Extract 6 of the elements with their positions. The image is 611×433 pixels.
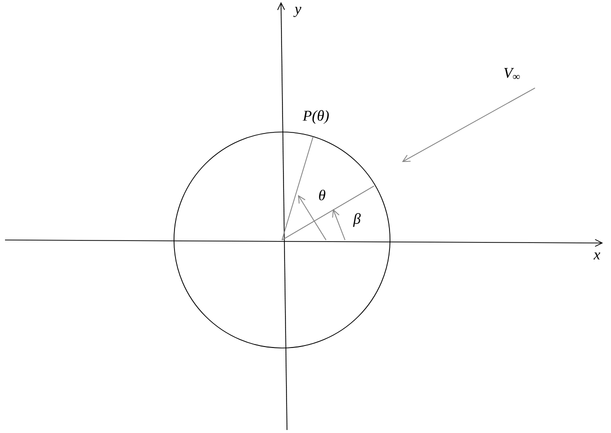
angle-label: β [353, 213, 361, 227]
axis-label: x [593, 252, 600, 260]
point-label: P(θ) [302, 110, 329, 124]
axis-label: y [293, 6, 302, 18]
angle-label: θ [319, 190, 326, 200]
velocity-label: V$_{∞}$ [504, 68, 520, 79]
